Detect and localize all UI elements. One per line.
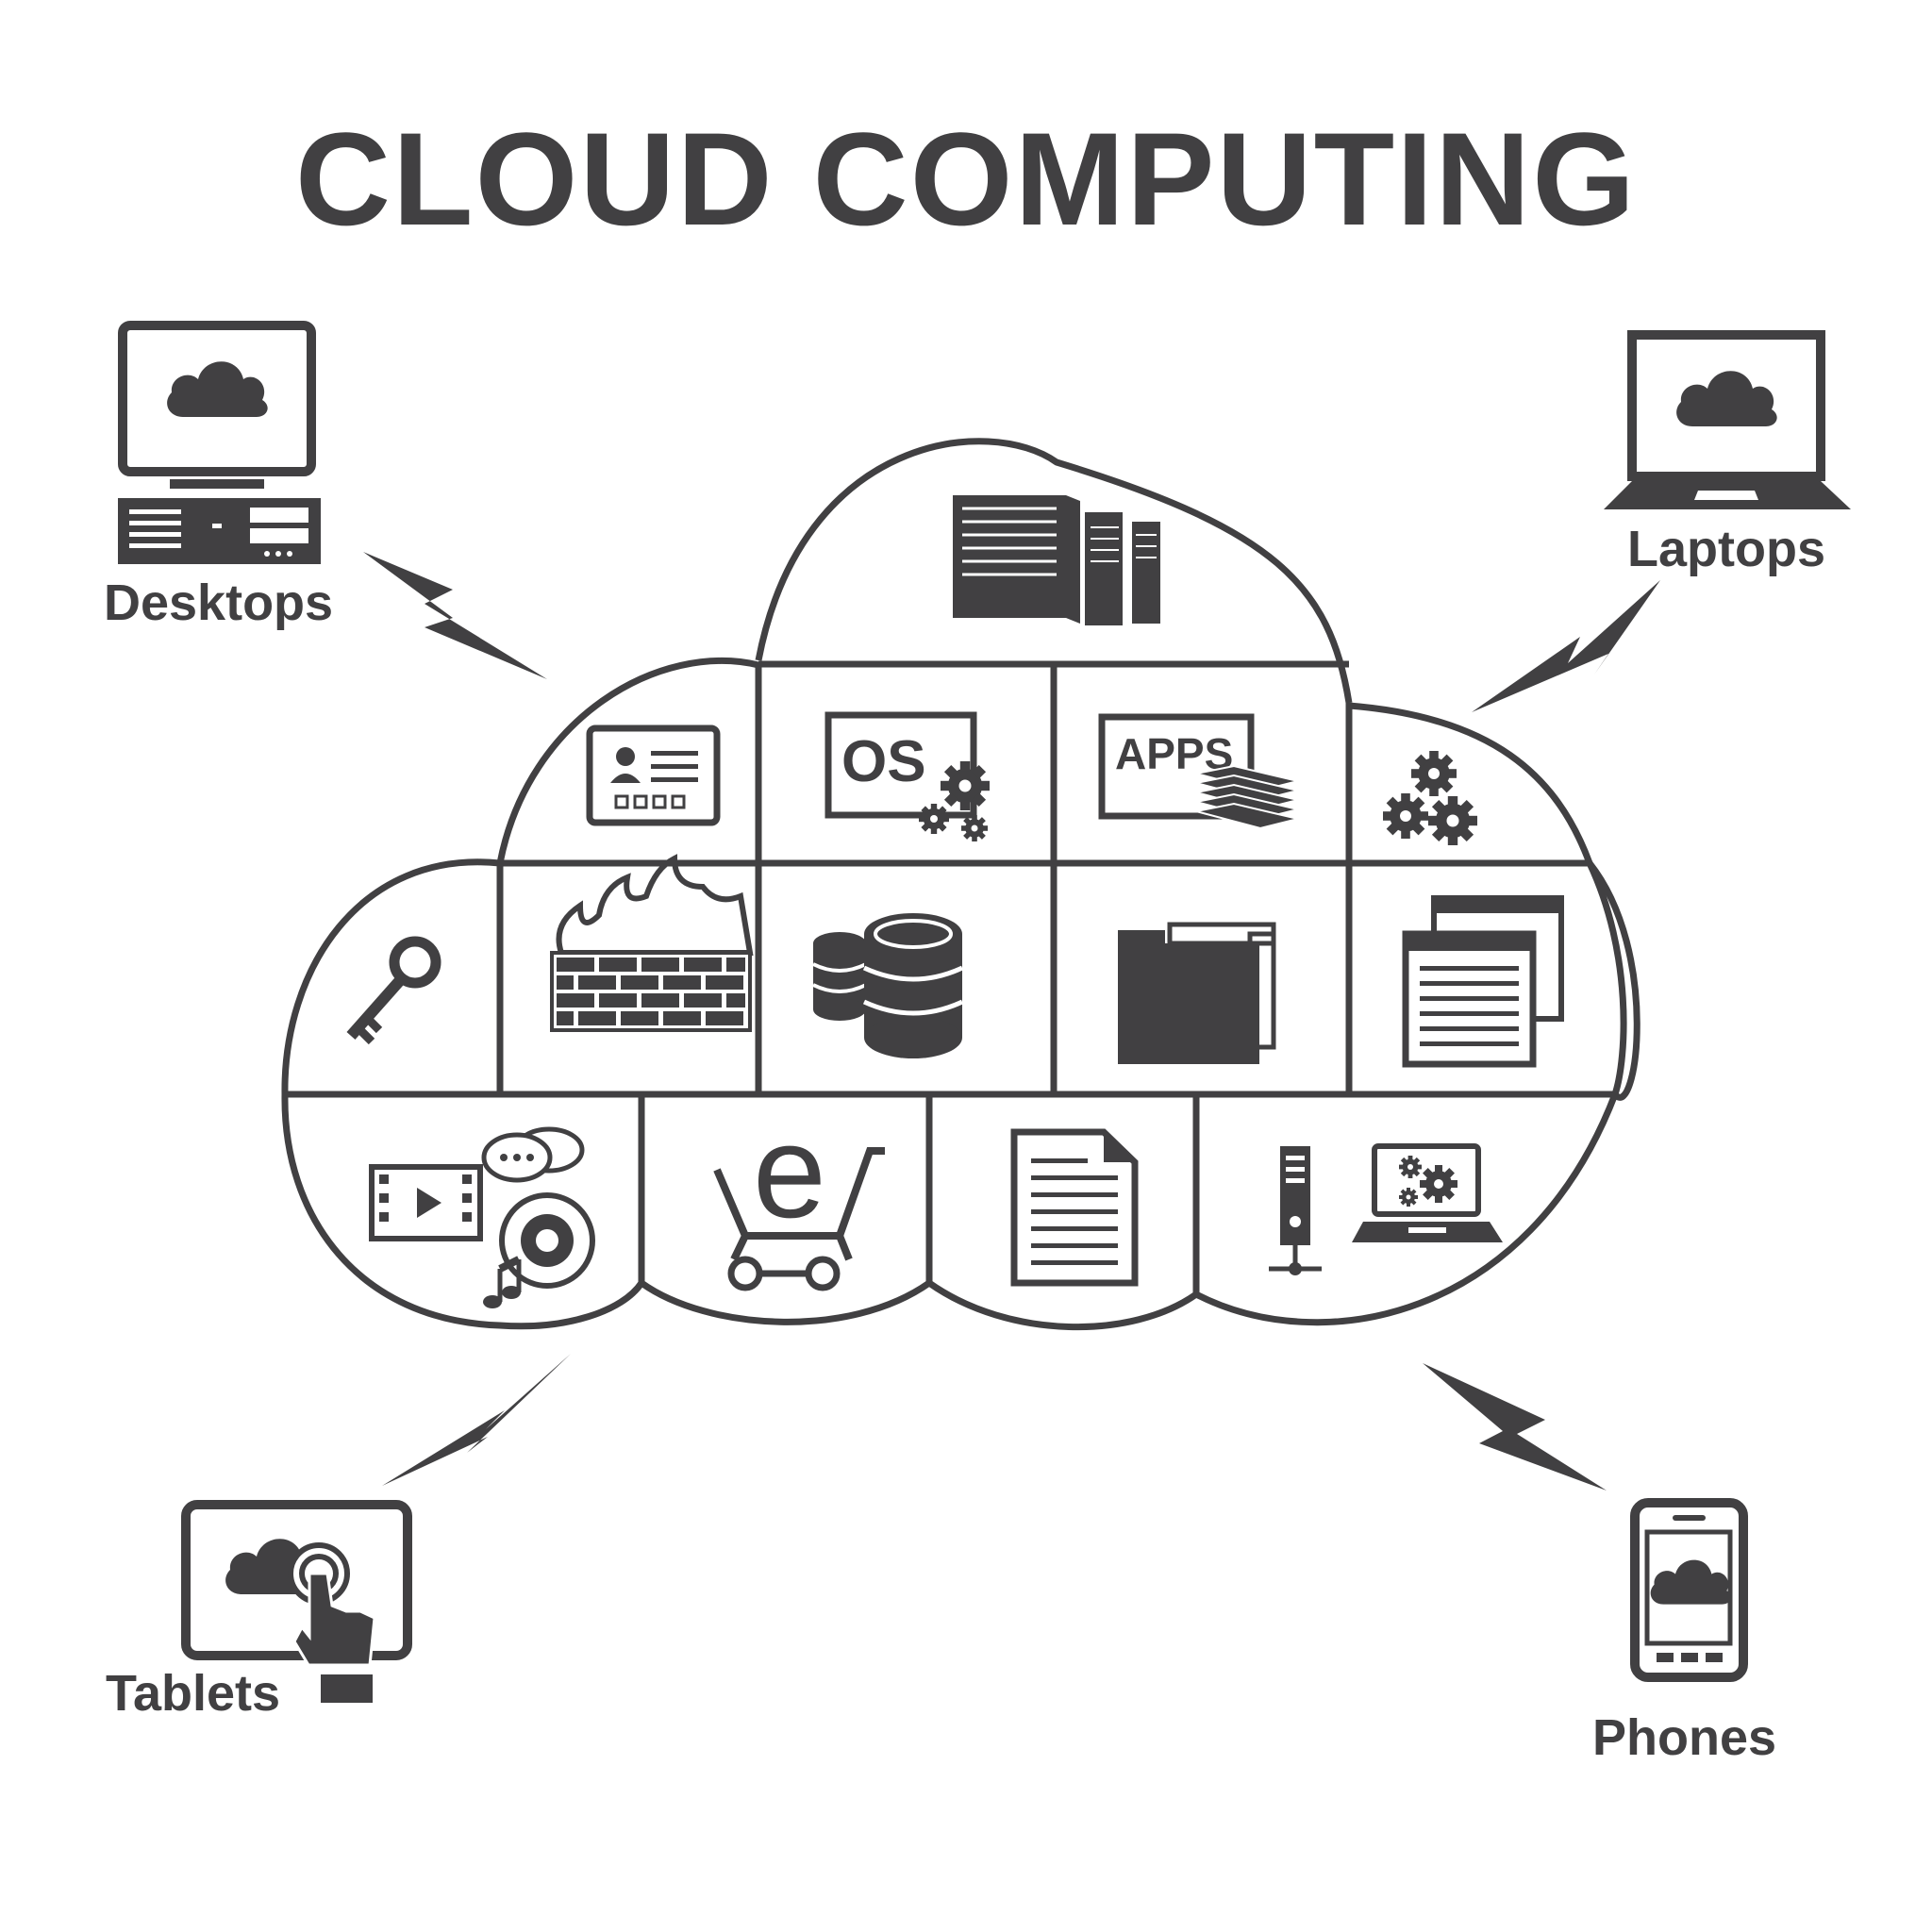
server-laptop-settings-icon [1269,1143,1503,1275]
os-label: OS [841,729,926,794]
ecommerce-e-label: e [753,1097,826,1245]
lightning-bolt-tablets [382,1354,571,1486]
document-icon [1010,1128,1139,1287]
device-label-laptops: Laptops [1627,521,1825,577]
device-label-tablets: Tablets [106,1665,281,1722]
media-chat-icon [369,1126,595,1308]
tablet-touch-icon [181,1500,412,1703]
os-settings-icon: OS [824,711,990,841]
lightning-bolt-laptops [1472,580,1660,712]
gears-icon [1383,751,1477,845]
lightning-bolt-phones [1423,1363,1607,1491]
device-label-phones: Phones [1592,1709,1777,1766]
id-card-icon [586,724,721,826]
apps-stack-icon: APPS [1098,713,1299,830]
windows-icon [1402,895,1564,1068]
smartphone-icon [1630,1498,1748,1682]
key-icon [346,936,441,1045]
firewall-icon [550,854,754,1032]
desktop-computer-icon [118,321,321,564]
lightning-bolt-desktops [363,552,547,679]
folder-icon [1118,922,1276,1064]
database-icon [812,913,964,1058]
cloud-outline [281,438,1641,1331]
device-label-desktops: Desktops [104,575,334,631]
page-title: CLOUD COMPUTING [294,105,1638,253]
laptop-icon [1604,330,1851,509]
e-commerce-cart-icon: e [713,1097,885,1291]
server-rack-icon [953,495,1160,625]
